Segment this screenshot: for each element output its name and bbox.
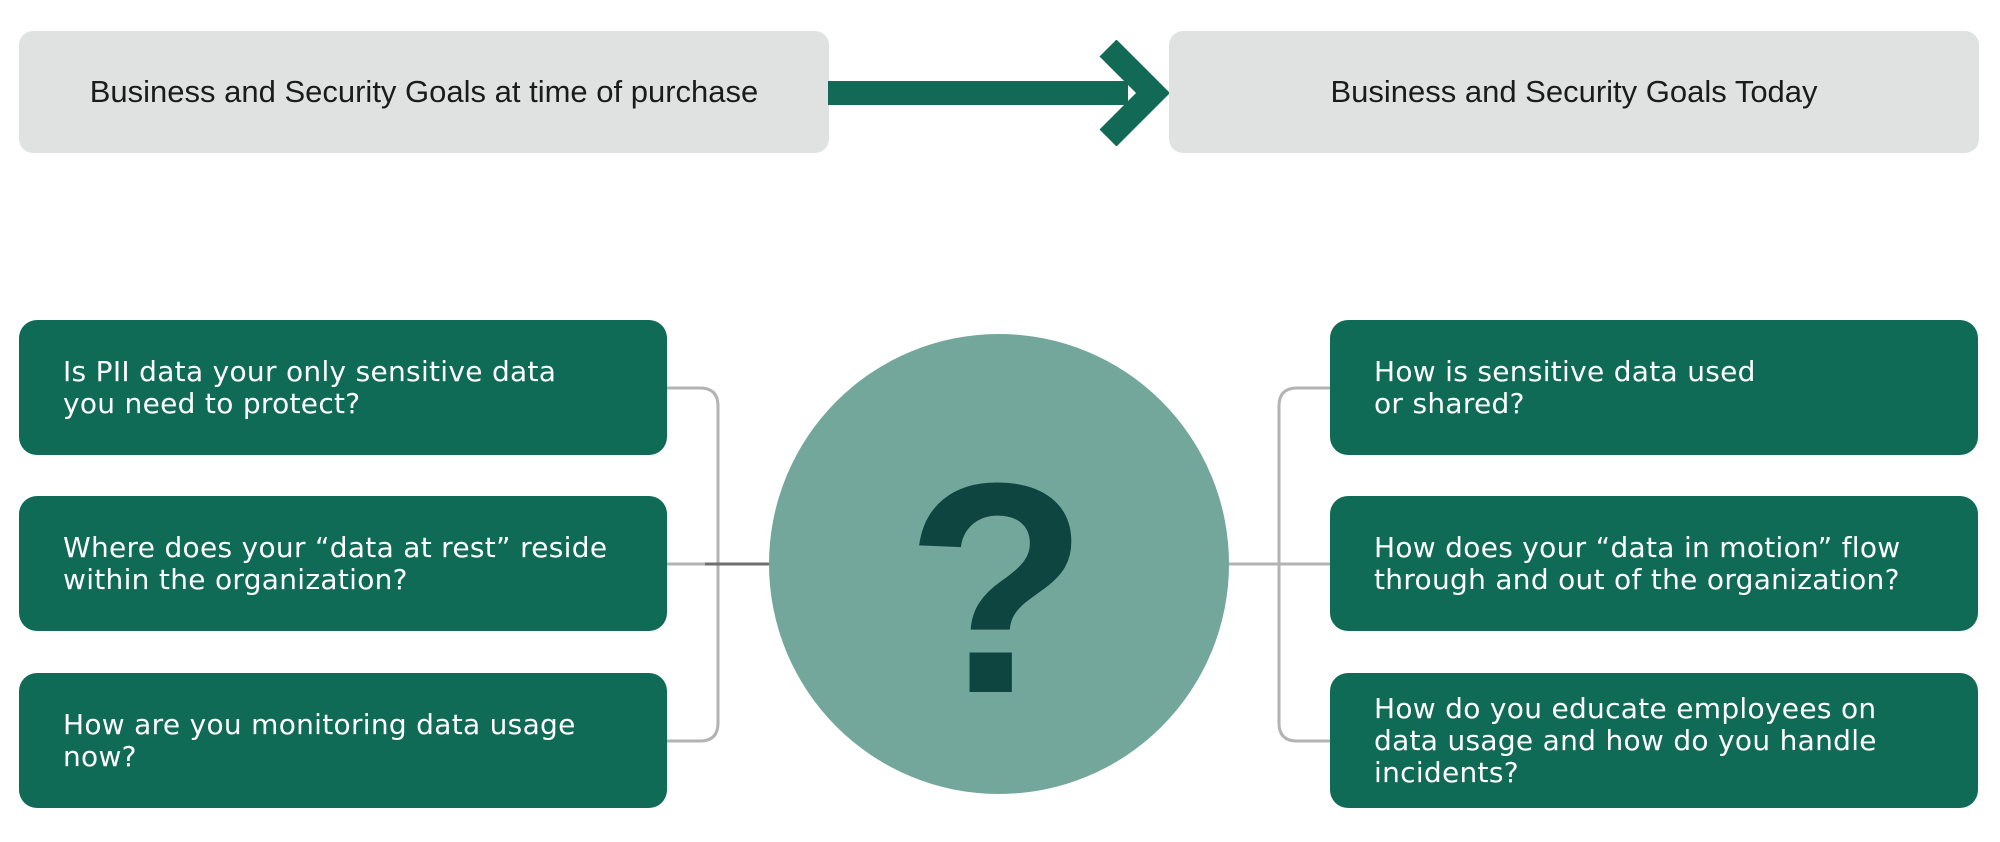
question-text: How does your “data in motion” flow thro… — [1374, 530, 1901, 596]
question-mark-glyph: ? — [905, 420, 1088, 756]
goal-today-label: Business and Security Goals Today — [1330, 74, 1818, 109]
question-circle: ? — [769, 334, 1229, 794]
question-text: How do you educate employees on data usa… — [1374, 691, 1877, 789]
arrow-shaft — [828, 81, 1128, 105]
question-card-data-at-rest: Where does your “data at rest” reside wi… — [19, 496, 667, 631]
question-text: How is sensitive data used or shared? — [1374, 354, 1756, 420]
transition-arrow — [828, 40, 1170, 146]
arrow-head — [1099, 40, 1170, 146]
question-card-data-sharing: How is sensitive data used or shared? — [1330, 320, 1978, 455]
question-card-data-in-motion: How does your “data in motion” flow thro… — [1330, 496, 1978, 631]
question-card-monitoring: How are you monitoring data usage now? — [19, 673, 667, 808]
goal-today-box: Business and Security Goals Today — [1169, 31, 1979, 153]
goal-at-purchase-label: Business and Security Goals at time of p… — [89, 74, 759, 109]
question-card-employee-education: How do you educate employees on data usa… — [1330, 673, 1978, 808]
question-card-pii: Is PII data your only sensitive data you… — [19, 320, 667, 455]
question-text: Is PII data your only sensitive data you… — [63, 354, 557, 420]
question-text: Where does your “data at rest” reside wi… — [63, 530, 608, 596]
question-mark-icon: ? — [905, 420, 1088, 756]
question-text: How are you monitoring data usage now? — [63, 707, 576, 773]
goal-at-purchase-box: Business and Security Goals at time of p… — [19, 31, 829, 153]
